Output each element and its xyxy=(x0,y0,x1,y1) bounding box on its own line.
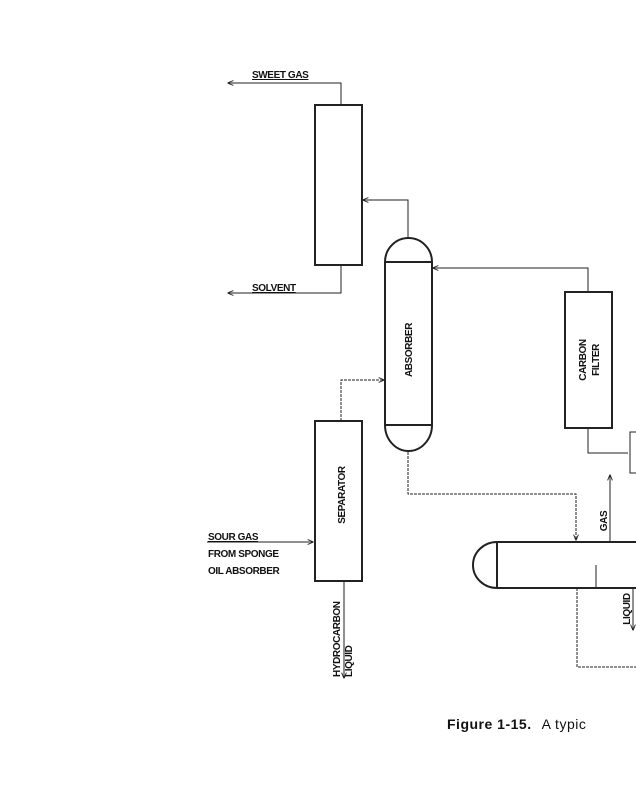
label-gas: GAS xyxy=(599,510,610,531)
label-liquid: LIQUID xyxy=(622,593,633,625)
label-filter: FILTER xyxy=(591,343,602,376)
label-separator: SEPARATOR xyxy=(337,465,348,524)
flash-tank-vessel xyxy=(472,541,636,589)
label-liquid-hc: LIQUID xyxy=(344,645,355,677)
filter-to-absorber-line xyxy=(433,268,589,292)
partial-equipment xyxy=(629,431,636,474)
label-solvent: SOLVENT xyxy=(252,283,296,294)
absorber-bottom-line xyxy=(407,452,576,540)
label-sour-gas: SOUR GAS xyxy=(208,532,259,543)
label-absorber: ABSORBER xyxy=(404,322,415,377)
absorber-overhead-line xyxy=(363,200,409,238)
figure-caption: Figure 1-15. A typic xyxy=(447,716,586,732)
label-oil-absorber: OIL ABSORBER xyxy=(208,566,280,577)
label-sweet-gas: SWEET GAS xyxy=(252,70,309,81)
caption-text: A typic xyxy=(541,716,587,732)
separator-vessel xyxy=(314,420,363,582)
separator-to-absorber-line xyxy=(340,380,384,421)
label-carbon: CARBON xyxy=(578,339,589,381)
liquid-return-line xyxy=(576,588,636,668)
label-hydrocarbon: HYDROCARBON xyxy=(332,601,343,677)
sweet-gas-line xyxy=(228,83,342,105)
solvent-line xyxy=(228,265,342,293)
regenerator-vessel xyxy=(314,104,363,266)
label-from-sponge: FROM SPONGE xyxy=(208,549,279,560)
figure-number: Figure 1-15. xyxy=(447,716,532,732)
